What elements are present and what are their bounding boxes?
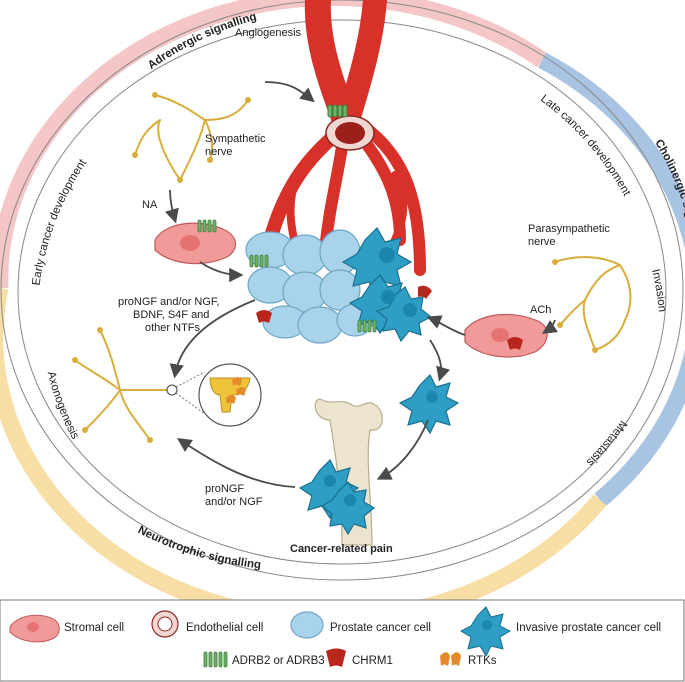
invasive-cell-nuclei bbox=[379, 247, 417, 317]
arrow-na bbox=[165, 189, 179, 224]
bone-metastasis-cells bbox=[298, 458, 376, 536]
arrow-bone-to-nerve bbox=[177, 438, 296, 488]
na-label: NA bbox=[142, 199, 158, 211]
arrow-angiogenesis bbox=[264, 81, 315, 103]
arrow-stromal-to-tumour bbox=[199, 261, 244, 283]
prostate-cell-icon bbox=[290, 611, 324, 639]
early-development-label: Early cancer development bbox=[31, 157, 90, 287]
legend-item-rtk: RTKs bbox=[440, 652, 497, 667]
legend-item-chrm1: CHRM1 bbox=[326, 648, 393, 667]
legend-label-endothelial: Endothelial cell bbox=[186, 622, 263, 634]
adrb-receptor-legend-icon bbox=[203, 651, 228, 668]
adrb-receptor-icon-stromal bbox=[197, 219, 217, 233]
ntf-label-2: BDNF, S4F and bbox=[133, 309, 209, 321]
cancer-pain-label: Cancer-related pain bbox=[290, 543, 393, 555]
arrow-metastasis-to-bone bbox=[376, 419, 429, 480]
invasive-cancer-cells bbox=[341, 227, 433, 343]
parasympathetic-terminals bbox=[552, 259, 598, 353]
legend-item-invasive: Invasive prostate cancer cell bbox=[459, 606, 661, 658]
ach-label: ACh bbox=[530, 304, 551, 316]
arrow-stromal-right-to-tumour bbox=[426, 315, 466, 336]
arrow-tumour-to-metastasis bbox=[429, 339, 450, 382]
pro-ngf-label-2: and/or NGF bbox=[205, 496, 263, 508]
prostate-cancer-cells bbox=[245, 229, 374, 344]
neurotrophic-signalling-label: Neurotrophic signalling bbox=[136, 524, 262, 571]
arrow-ach bbox=[542, 319, 558, 334]
pro-ngf-label-1: proNGF bbox=[205, 483, 244, 495]
endothelial-cell-icon bbox=[151, 610, 179, 638]
tumour-cluster bbox=[245, 227, 433, 344]
axon-terminals bbox=[72, 327, 153, 443]
ntf-label-3: other NTFs bbox=[145, 322, 201, 334]
legend-label-adrb: ADRB2 or ADRB3 bbox=[232, 655, 325, 667]
angiogenesis-label: Angiogenesis bbox=[235, 27, 302, 39]
nerve-terminals bbox=[132, 92, 251, 183]
stromal-cell-left bbox=[154, 222, 237, 265]
legend-label-chrm1: CHRM1 bbox=[352, 655, 393, 667]
rtk-receptor-icons bbox=[226, 377, 246, 404]
parasympathetic-label-2: nerve bbox=[528, 236, 556, 248]
chrm1-receptor-icons bbox=[256, 285, 432, 323]
sympathetic-nerve bbox=[134, 94, 249, 181]
legend-box bbox=[0, 599, 685, 682]
legend-label-invasive: Invasive prostate cancer cell bbox=[516, 622, 661, 634]
stromal-cell-right bbox=[464, 313, 548, 358]
legend-item-endothelial: Endothelial cell bbox=[151, 610, 263, 638]
invasive-cell-icon bbox=[459, 606, 512, 658]
axonogenesis-nerve bbox=[74, 329, 173, 441]
legend-item-prostate: Prostate cancer cell bbox=[290, 611, 431, 639]
ring-outline-outer bbox=[0, 0, 684, 581]
rtk-legend-icon bbox=[440, 652, 461, 666]
adrb-receptor-icons-tumour bbox=[249, 254, 377, 333]
neurotrophic-ring-segment bbox=[0, 288, 607, 629]
arrow-tumour-to-nerve bbox=[169, 299, 256, 379]
ntf-label-1: proNGF and/or NGF, bbox=[118, 296, 219, 308]
legend-item-stromal: Stromal cell bbox=[9, 614, 124, 643]
adrb-receptor-icon bbox=[327, 104, 348, 118]
sympathetic-label-1: Sympathetic bbox=[205, 133, 266, 145]
parasympathetic-label-1: Parasympathetic bbox=[528, 223, 610, 235]
legend: Stromal cell Endothelial cell Prostate c… bbox=[0, 599, 685, 682]
legend-label-rtk: RTKs bbox=[468, 655, 497, 667]
legend-label-stromal: Stromal cell bbox=[64, 622, 124, 634]
metastasis-label: Metastasis bbox=[584, 418, 629, 468]
ring-outline-inner bbox=[17, 19, 667, 565]
cholinergic-ring-segment bbox=[538, 52, 685, 507]
sympathetic-label-2: nerve bbox=[205, 146, 233, 158]
chrm1-receptor-icon bbox=[507, 337, 523, 350]
legend-item-adrb: ADRB2 or ADRB3 bbox=[203, 651, 325, 668]
chrm1-legend-icon bbox=[326, 648, 346, 667]
synapse-magnifier bbox=[166, 363, 262, 427]
legend-label-prostate: Prostate cancer cell bbox=[330, 622, 431, 634]
metastasis-nuclei bbox=[324, 475, 356, 506]
flow-arrows bbox=[165, 81, 558, 488]
migrating-invasive-cell bbox=[398, 373, 460, 435]
parasympathetic-nerve bbox=[554, 256, 632, 351]
vessel-cross-section bbox=[325, 115, 375, 151]
